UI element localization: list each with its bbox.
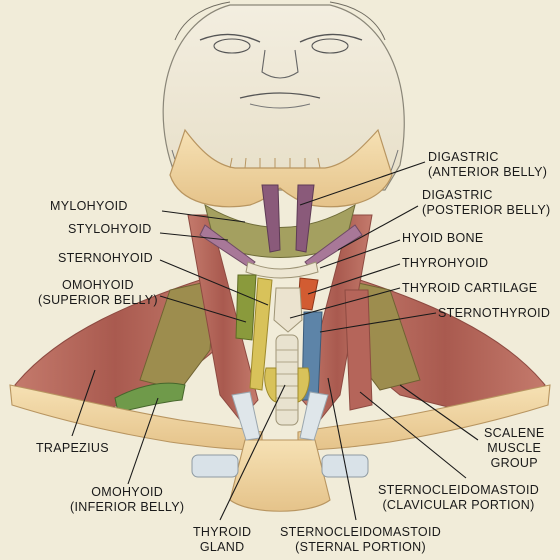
sternohyoid-muscle (249, 277, 273, 391)
label-digastric-posterior-belly: DIGASTRIC (POSTERIOR BELLY) (422, 188, 551, 217)
label-sternothyroid: STERNOTHYROID (438, 306, 551, 320)
hyoid-bone (245, 261, 319, 279)
scm-clavicular-portion (344, 289, 373, 411)
omohyoid-inferior-belly (114, 382, 186, 413)
sternum-manubrium (229, 439, 331, 512)
label-omohyoid-superior-belly: OMOHYOID (SUPERIOR BELLY) (38, 278, 158, 307)
thyroid-cartilage (273, 287, 303, 333)
label-scm-sternal-portion: STERNOCLEIDOMASTOID (STERNAL PORTION) (280, 525, 442, 554)
label-scalene-muscle-group: SCALENE MUSCLE GROUP (484, 426, 545, 470)
label-scm-clavicular-portion: STERNOCLEIDOMASTOID (CLAVICULAR PORTION) (378, 483, 540, 512)
label-stylohyoid: STYLOHYOID (68, 222, 152, 236)
mylohyoid-muscle (204, 203, 356, 258)
trachea (275, 334, 299, 426)
label-thyroid-gland: THYROID GLAND (193, 525, 252, 554)
label-hyoid-bone: HYOID BONE (402, 231, 484, 245)
digastric-anterior-belly (261, 184, 281, 253)
scm-tendon-right (299, 391, 329, 441)
label-thyroid-cartilage: THYROID CARTILAGE (402, 281, 538, 295)
first-rib-cartilage-left (191, 454, 239, 478)
leader-lines (71, 161, 479, 521)
mandible-bone (169, 128, 393, 208)
label-omohyoid-inferior-belly: OMOHYOID (INFERIOR BELLY) (70, 485, 185, 514)
label-sternohyoid: STERNOHYOID (58, 251, 153, 265)
thyroid-gland (264, 367, 310, 403)
omohyoid-superior-belly (235, 274, 257, 341)
label-trapezius: TRAPEZIUS (36, 441, 109, 455)
label-mylohyoid: MYLOHYOID (50, 199, 128, 213)
label-digastric-anterior-belly: DIGASTRIC (ANTERIOR BELLY) (428, 150, 548, 179)
label-thyrohyoid: THYROHYOID (402, 256, 489, 270)
